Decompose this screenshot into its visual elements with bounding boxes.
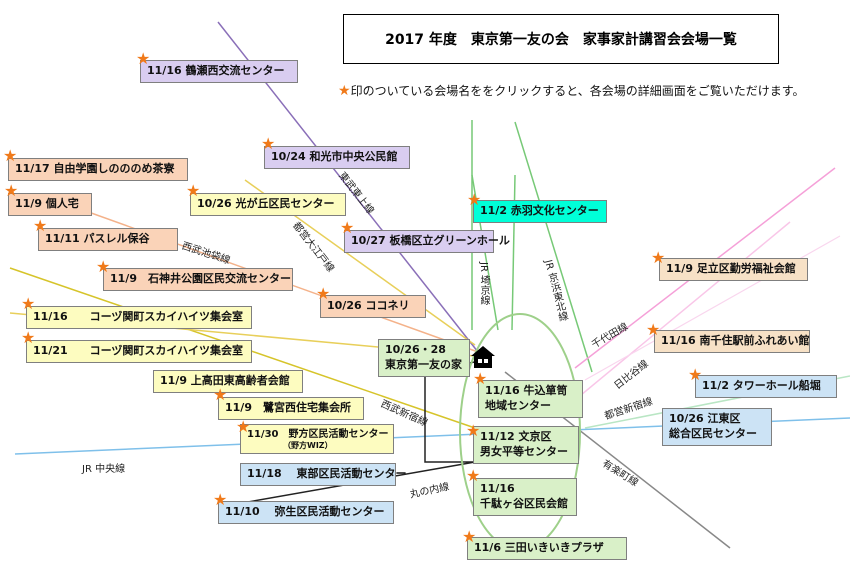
star-icon[interactable]: ★ [213,490,228,509]
star-icon[interactable]: ★ [473,369,488,388]
venue-coconeri[interactable]: 10/26 ココネリ [320,295,426,318]
page-title: 2017 年度 東京第一友の会 家事家計講習会会場一覧 [343,14,779,64]
venue-tower-hall[interactable]: 11/2 タワーホール船堀 [695,375,837,398]
venue-seki-skyheights-2[interactable]: 11/21 コーヅ関町スカイハイツ集会室 [26,340,252,363]
venue-bunkyo[interactable]: 11/12 文京区男女平等センター [473,426,579,464]
star-icon[interactable]: ★ [213,385,228,404]
star-icon[interactable]: ★ [651,248,666,267]
venue-ushigome[interactable]: 11/16 牛込箪笥地域センター [478,380,583,418]
star-icon[interactable]: ★ [33,216,48,235]
venue-nogata[interactable]: 11/30 野方区民活動センター（野方WIZ） [240,424,394,454]
venue-private-home[interactable]: 11/9 個人宅 [8,193,92,216]
star-icon[interactable]: ★ [340,218,355,237]
venue-tsuruse[interactable]: 11/16 鶴瀬西交流センター [140,60,298,83]
star-icon[interactable]: ★ [4,181,19,200]
star-icon[interactable]: ★ [96,257,111,276]
star-icon[interactable]: ★ [316,284,331,303]
venue-hikarigaoka[interactable]: 10/26 光が丘区民センター [190,193,346,216]
venue-adachi[interactable]: 11/9 足立区勤労福祉会館 [659,258,808,281]
venue-akabane[interactable]: 11/2 赤羽文化センター [473,200,607,223]
star-icon[interactable]: ★ [186,181,201,200]
star-icon: ★ [338,83,351,99]
star-icon[interactable]: ★ [236,417,251,436]
venue-tobu-kumin: 11/18 東部区民活動センター [240,463,406,486]
venue-yayoi[interactable]: 11/10 弥生区民活動センター [218,501,394,524]
star-icon[interactable]: ★ [466,466,481,485]
instruction-label: 印のついている会場名ををクリックすると、各会場の詳細画面をご覧いただけます。 [350,84,805,98]
star-icon[interactable]: ★ [3,146,18,165]
venue-jiyugakuen[interactable]: 11/17 自由学園しのののめ茶寮 [8,158,188,181]
star-icon[interactable]: ★ [21,294,36,313]
venue-mita[interactable]: 11/6 三田いきいきプラザ [467,537,627,560]
label-jr-chuo: JR 中央線 [82,464,126,475]
venue-koto: 10/26 江東区総合区民センター [662,408,772,446]
star-icon[interactable]: ★ [467,190,482,209]
star-icon[interactable]: ★ [646,320,661,339]
star-icon[interactable]: ★ [261,134,276,153]
star-icon[interactable]: ★ [688,365,703,384]
venue-kamitakada: 11/9 上高田東高齢者会館 [153,370,303,393]
star-icon[interactable]: ★ [21,328,36,347]
venue-wako[interactable]: 10/24 和光市中央公民館 [264,146,410,169]
star-icon[interactable]: ★ [136,49,151,68]
label-jr-saikyo: JR 埼京線 [478,262,489,306]
venue-seki-skyheights-1[interactable]: 11/16 コーヅ関町スカイハイツ集会室 [26,306,252,329]
venue-minamisenju[interactable]: 11/16 南千住駅前ふれあい館 [654,330,810,353]
venue-shakujii[interactable]: 11/9 石神井公園区民交流センター [103,268,293,291]
instruction-text: ★印のついている会場名ををクリックすると、各会場の詳細画面をご覧いただけます。 [338,82,805,99]
star-icon[interactable]: ★ [466,421,481,440]
jr-keihin-line [514,121,593,373]
jr-keihin-branch [511,174,516,331]
house-icon [471,346,495,368]
star-icon[interactable]: ★ [462,527,477,546]
hibiya-line [574,221,791,401]
venue-itabashi[interactable]: 10/27 板橋区立グリーンホール [344,230,510,253]
venue-pasrel-hoya[interactable]: 11/11 パスレル保谷 [38,228,178,251]
venue-saginomiya[interactable]: 11/9 鷺宮西住宅集会所 [218,397,364,420]
